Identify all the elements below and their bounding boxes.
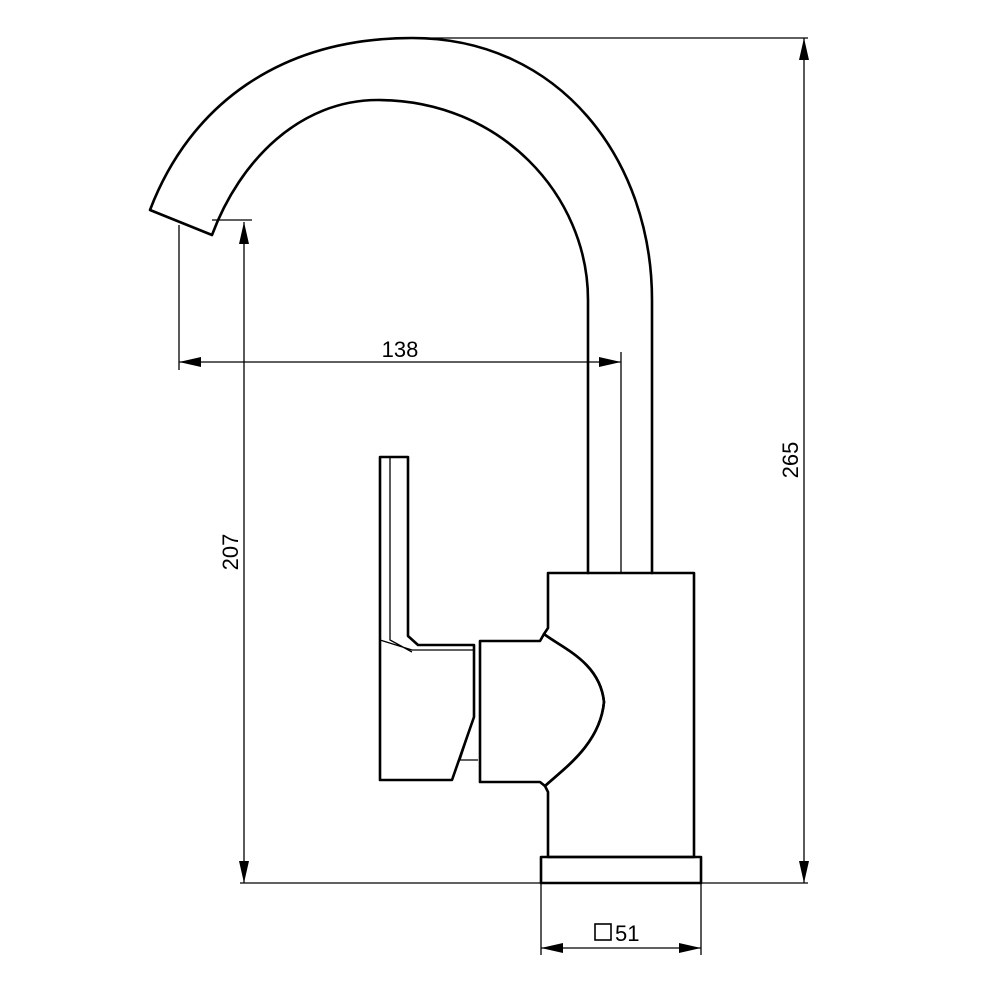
dim-spout-height: 207 <box>218 534 243 571</box>
dim-spout-reach: 138 <box>382 337 419 362</box>
spout <box>148 36 654 575</box>
dimension-lines <box>178 37 809 955</box>
faucet-body <box>542 571 696 859</box>
square-symbol-icon <box>594 923 612 941</box>
dim-base-size: 51 <box>615 921 639 946</box>
dim-total-height: 265 <box>778 442 803 479</box>
dimension-labels: 138 207 265 51 <box>218 337 803 946</box>
handle-lever-edge <box>379 457 478 761</box>
base-plate <box>539 855 703 885</box>
handle-lever <box>378 455 476 782</box>
cartridge-housing <box>478 632 606 788</box>
faucet-outline <box>148 36 703 885</box>
